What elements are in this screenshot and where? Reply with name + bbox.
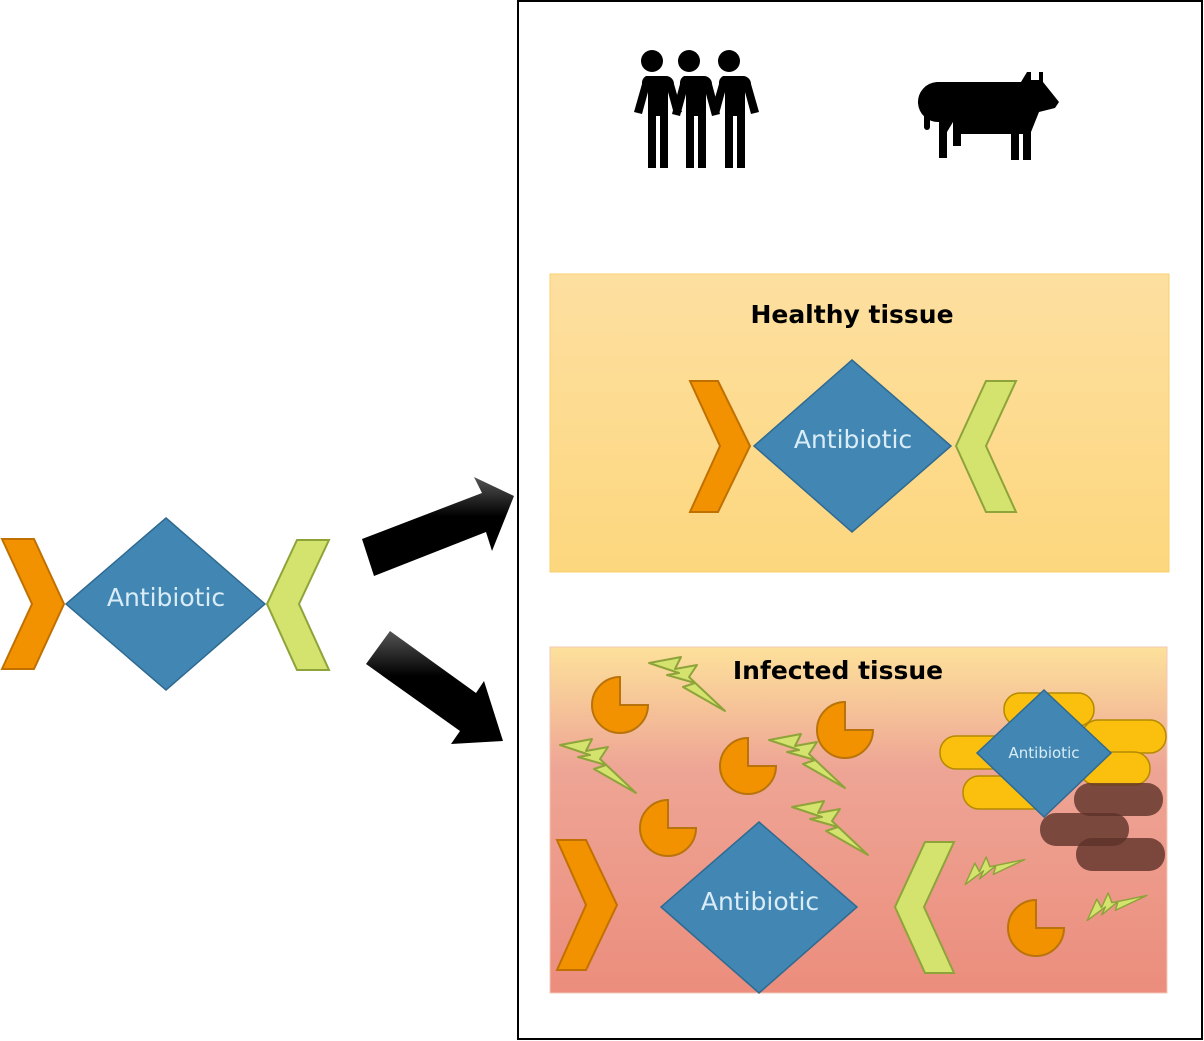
bacteria-cluster-brown bbox=[1040, 783, 1165, 871]
antibiotic-label: Antibiotic bbox=[107, 583, 225, 612]
antibiotic-label: Antibiotic bbox=[701, 887, 819, 916]
arrow-to-infected bbox=[366, 631, 503, 744]
cow-icon bbox=[917, 72, 1059, 160]
source-drug-group: Antibiotic bbox=[0, 517, 331, 691]
antibiotic-label: Antibiotic bbox=[794, 425, 912, 454]
left-chevron bbox=[688, 380, 752, 513]
infected-tissue-title: Infected tissue bbox=[733, 656, 943, 685]
right-chevron bbox=[893, 841, 956, 974]
arrow-to-healthy bbox=[362, 477, 514, 576]
people-group-icon bbox=[634, 50, 759, 168]
right-chevron bbox=[954, 380, 1018, 513]
antibiotic-diamond bbox=[64, 517, 267, 691]
healthy-tissue-panel: Healthy tissue Antibiotic bbox=[549, 273, 1170, 573]
antibiotic-diamond bbox=[752, 359, 953, 533]
left-chevron bbox=[0, 538, 66, 670]
antibiotic-diamond bbox=[659, 821, 859, 994]
left-chevron bbox=[555, 839, 619, 971]
healthy-tissue-title: Healthy tissue bbox=[750, 300, 953, 329]
antibiotic-label: Antibiotic bbox=[1009, 744, 1080, 762]
infected-tissue-panel: Infected tissue Antibiotic bbox=[549, 646, 1168, 994]
antibiotic-diamond-small bbox=[975, 688, 1113, 819]
right-chevron bbox=[265, 539, 331, 671]
